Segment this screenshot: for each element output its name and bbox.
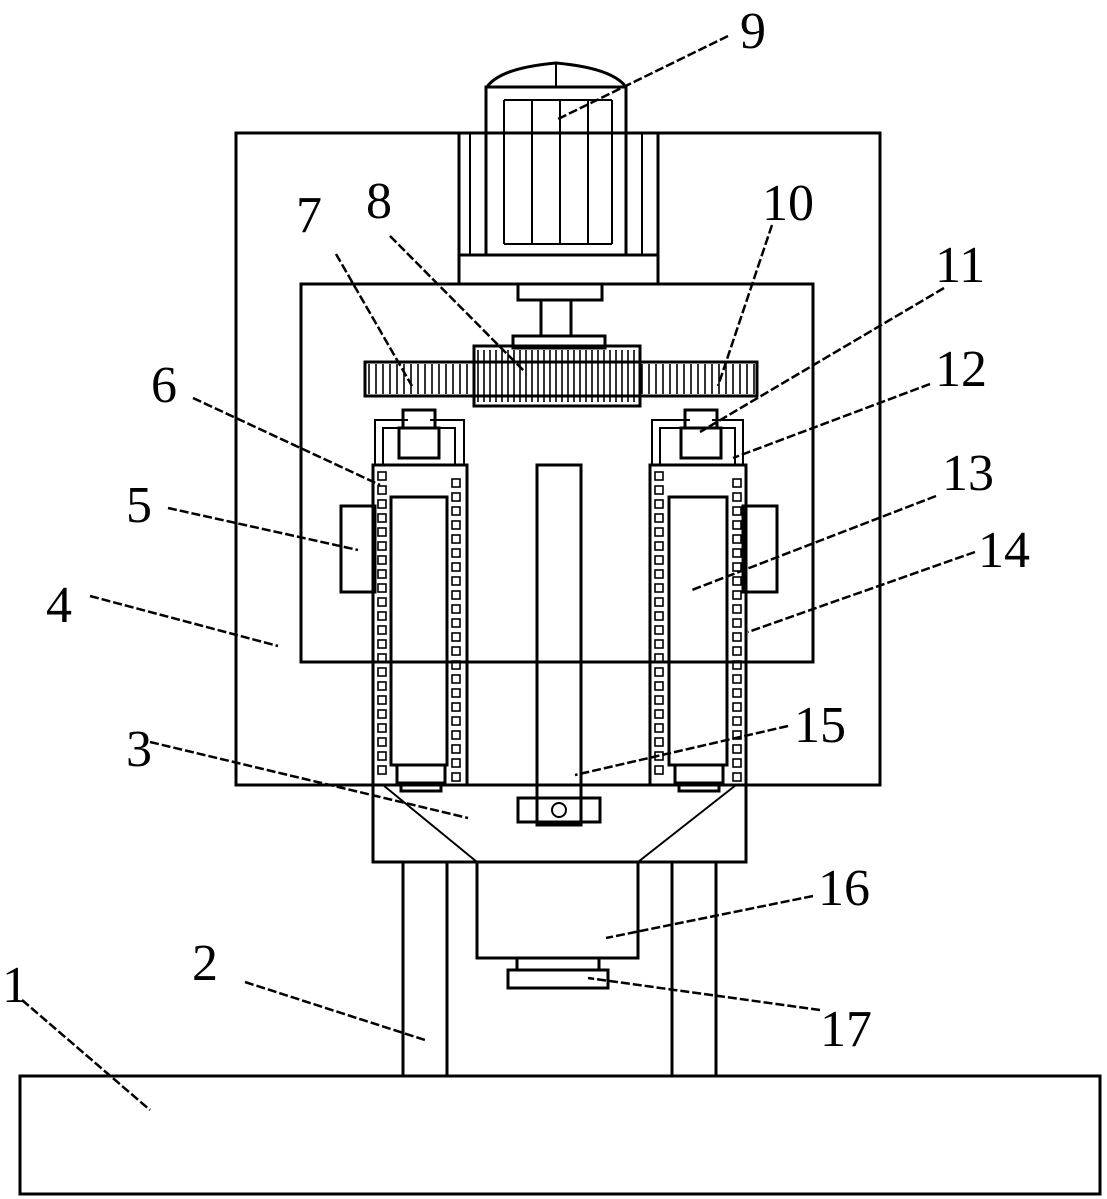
label-9: 9 xyxy=(740,3,766,60)
motor xyxy=(457,61,660,338)
label-3: 3 xyxy=(126,721,152,778)
base-plate xyxy=(18,1074,1102,1196)
label-15: 15 xyxy=(794,697,846,754)
label-16: 16 xyxy=(818,860,870,917)
label-1: 1 xyxy=(2,957,28,1014)
left-drum xyxy=(371,408,469,793)
gear-train xyxy=(363,334,759,408)
label-5: 5 xyxy=(126,477,152,534)
label-4: 4 xyxy=(46,577,72,634)
right-drum xyxy=(648,408,748,793)
label-6: 6 xyxy=(151,357,177,414)
label-7: 7 xyxy=(296,187,322,244)
central-shaft xyxy=(516,463,602,827)
outlet xyxy=(475,860,640,990)
label-8: 8 xyxy=(366,173,392,230)
side-blocks xyxy=(339,504,779,594)
label-12: 12 xyxy=(935,341,987,398)
label-13: 13 xyxy=(942,445,994,502)
label-14: 14 xyxy=(978,522,1030,579)
label-2: 2 xyxy=(192,935,218,992)
leader-lines xyxy=(21,34,976,1111)
part-labels: 1 2 3 4 5 6 7 8 9 10 11 12 13 14 15 16 1… xyxy=(2,3,1030,1058)
label-10: 10 xyxy=(762,175,814,232)
label-17: 17 xyxy=(820,1001,872,1058)
label-11: 11 xyxy=(935,237,985,294)
